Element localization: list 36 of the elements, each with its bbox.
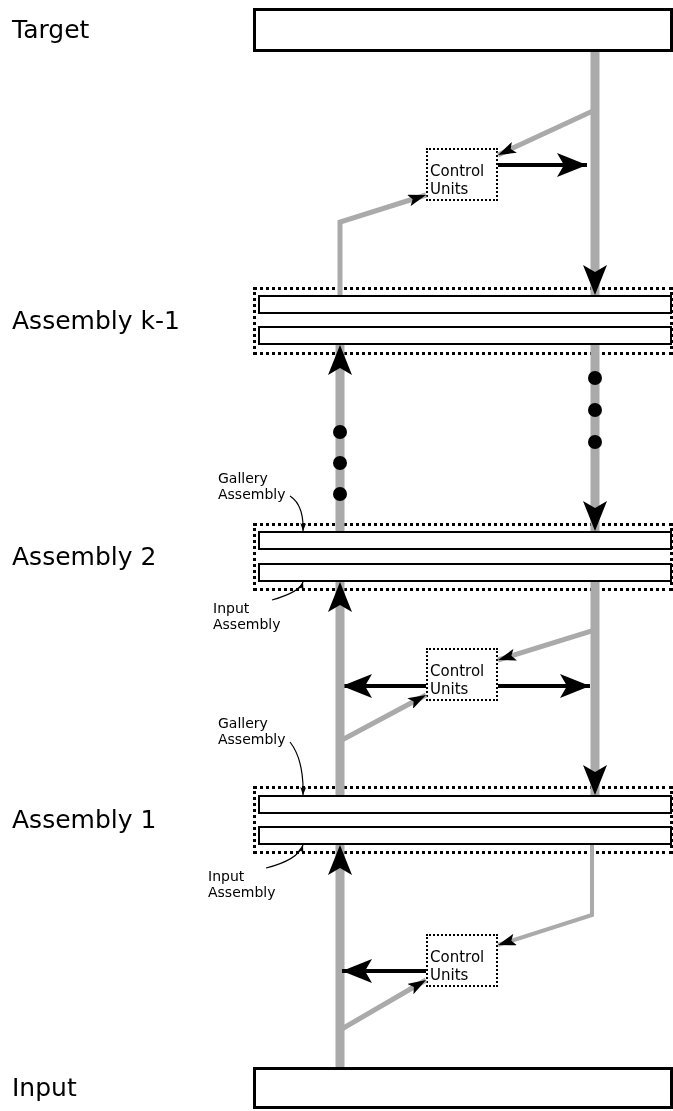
flow-arrow bbox=[583, 582, 607, 795]
row-label: Assembly 1 bbox=[12, 805, 157, 835]
control-box: Control Units bbox=[426, 148, 498, 201]
callout-label: Gallery Assembly bbox=[218, 470, 290, 504]
control-arrow bbox=[498, 674, 590, 698]
leader-line bbox=[265, 844, 304, 869]
flow-arrow bbox=[583, 52, 607, 295]
layer-bar bbox=[258, 826, 672, 845]
layer-bar bbox=[258, 326, 672, 345]
leader-line bbox=[289, 495, 307, 532]
control-arrow bbox=[342, 674, 426, 698]
row-label: Assembly 2 bbox=[12, 542, 157, 572]
layer-bar bbox=[258, 295, 672, 314]
callout-label: Gallery Assembly bbox=[218, 715, 290, 749]
flow-arrow bbox=[328, 345, 352, 531]
flow-arrow bbox=[337, 192, 427, 295]
flow-arrow bbox=[497, 845, 594, 947]
layer-bar bbox=[258, 531, 672, 550]
control-arrow bbox=[342, 959, 426, 983]
row-label: Assembly k-1 bbox=[12, 306, 180, 336]
layer-box bbox=[253, 8, 673, 52]
leader-line bbox=[289, 741, 307, 796]
callout-label: Input Assembly bbox=[208, 868, 280, 902]
layer-box bbox=[253, 1067, 673, 1109]
flow-arrow bbox=[328, 845, 352, 1067]
control-box: Control Units bbox=[426, 934, 498, 987]
layer-bar bbox=[258, 563, 672, 582]
layer-bar bbox=[258, 795, 672, 814]
callout-label: Input Assembly bbox=[213, 600, 285, 634]
row-label: Input bbox=[12, 1073, 77, 1103]
control-box: Control Units bbox=[426, 648, 498, 701]
flow-arrow bbox=[583, 345, 607, 531]
row-label: Target bbox=[12, 15, 90, 45]
leader-line bbox=[271, 581, 304, 601]
control-arrow bbox=[498, 153, 587, 177]
flow-arrow bbox=[328, 582, 352, 795]
